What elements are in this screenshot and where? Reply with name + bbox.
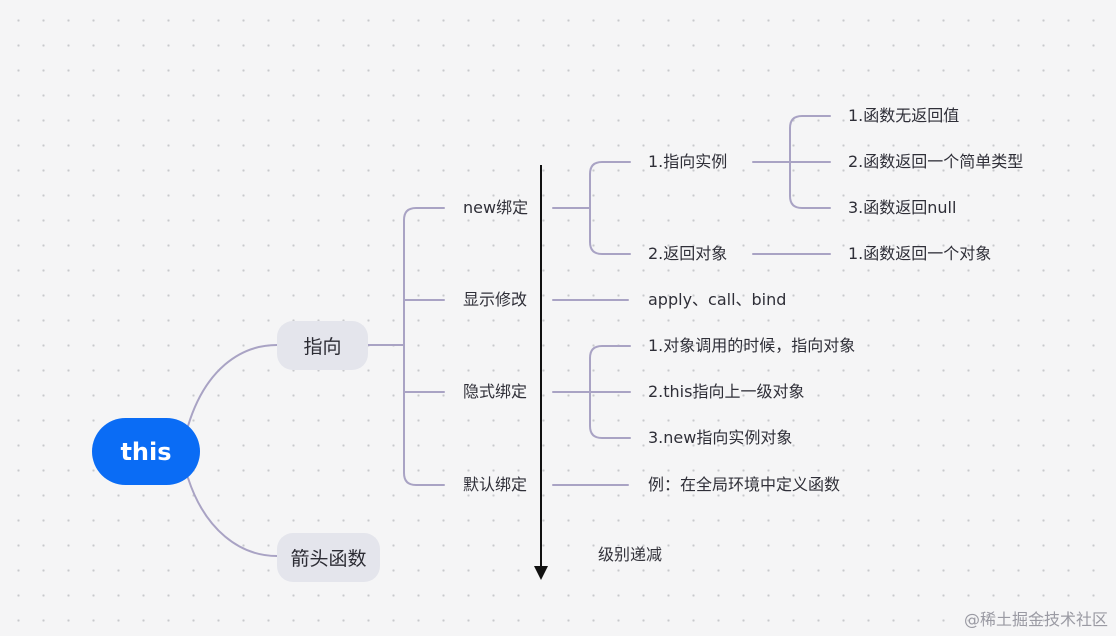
connector-new-bracket	[589, 161, 631, 255]
node-this-parent-object[interactable]: 2.this指向上一级对象	[648, 382, 805, 401]
connector-root-to-pointing	[187, 344, 278, 427]
node-return-simple-type[interactable]: 2.函数返回一个简单类型	[848, 152, 1024, 171]
node-object-call[interactable]: 1.对象调用的时候，指向对象	[648, 336, 856, 355]
node-no-return-value[interactable]: 1.函数无返回值	[848, 106, 960, 125]
root-node-this[interactable]: this	[92, 418, 200, 485]
node-return-object[interactable]: 2.返回对象	[648, 244, 728, 263]
node-point-to-instance[interactable]: 1.指向实例	[648, 152, 728, 171]
branch-node-arrow-function[interactable]: 箭头函数	[277, 533, 380, 582]
node-new-binding[interactable]: new绑定	[463, 198, 529, 217]
node-new-instance-object[interactable]: 3.new指向实例对象	[648, 428, 793, 447]
node-default-binding[interactable]: 默认绑定	[463, 475, 528, 494]
level-decrease-label: 级别递减	[598, 545, 663, 564]
branch-node-pointing-label: 指向	[303, 336, 342, 358]
branch-node-pointing[interactable]: 指向	[277, 321, 368, 370]
connector-root-to-arrow-fn	[187, 477, 278, 557]
node-return-null[interactable]: 3.函数返回null	[848, 198, 957, 217]
root-node-label: this	[120, 437, 172, 466]
node-apply-call-bind[interactable]: apply、call、bind	[648, 290, 787, 309]
node-global-function-example[interactable]: 例：在全局环境中定义函数	[648, 475, 841, 494]
node-explicit-modify[interactable]: 显示修改	[463, 290, 528, 309]
node-implicit-binding[interactable]: 隐式绑定	[463, 382, 528, 401]
level-arrow-head	[534, 566, 548, 580]
connector-pointing-bracket	[403, 207, 445, 486]
node-return-an-object[interactable]: 1.函数返回一个对象	[848, 244, 992, 263]
watermark: @稀土掘金技术社区	[963, 610, 1108, 629]
branch-node-arrow-function-label: 箭头函数	[290, 548, 367, 570]
